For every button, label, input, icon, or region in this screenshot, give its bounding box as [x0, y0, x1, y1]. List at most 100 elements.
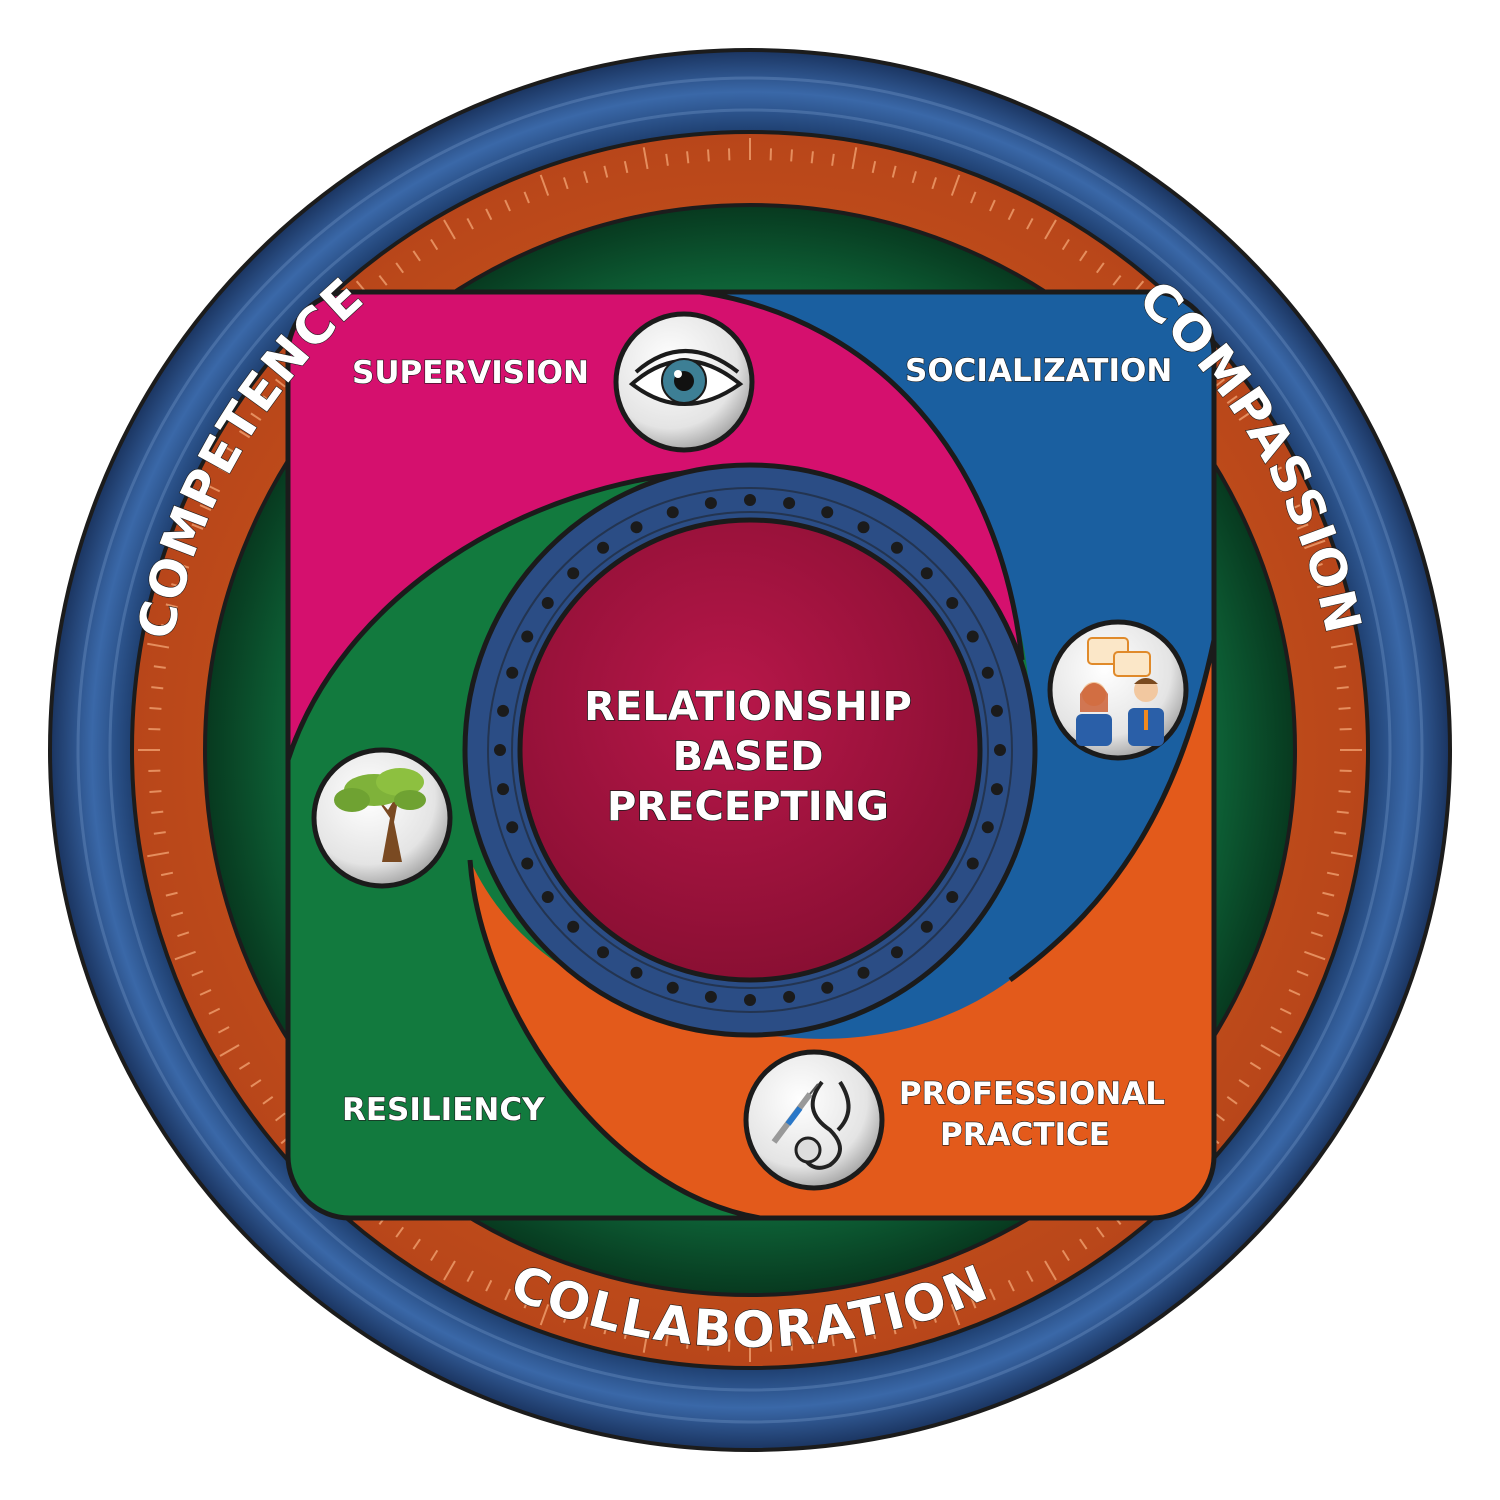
ring-tick [989, 1288, 996, 1301]
ring-tick [466, 1270, 474, 1283]
ring-tick [443, 1260, 456, 1281]
ring-tick [1044, 219, 1057, 240]
ring-tick [970, 191, 977, 204]
ring-stud [857, 966, 870, 979]
quadrant-socialization [640, 292, 1214, 1039]
ring-tick [603, 1322, 609, 1335]
ring-tick [1226, 395, 1238, 405]
ring-tick [563, 177, 569, 190]
ring-tick [165, 891, 178, 897]
ring-tick [931, 1310, 937, 1323]
ring-tick [153, 665, 166, 669]
ring-stud [497, 704, 510, 717]
ring-stud [630, 521, 643, 534]
ring-tick [1226, 1095, 1238, 1105]
ring-tick [238, 430, 251, 439]
ring-stud [994, 744, 1006, 756]
ring-tick [147, 851, 170, 858]
ring-tick [583, 171, 589, 184]
ring-tick [275, 1112, 286, 1122]
ring-tick [1238, 1079, 1250, 1088]
ring-tick [378, 275, 388, 286]
ring-tick [238, 1061, 251, 1070]
ring-stud [946, 890, 959, 903]
ring-stud [567, 567, 580, 580]
tree-icon [311, 747, 453, 889]
ring-stud [920, 567, 933, 580]
ring-tick [1326, 623, 1340, 629]
ring-tick [191, 523, 204, 530]
ring-tick [1330, 642, 1353, 649]
ring-stud [990, 783, 1003, 796]
quadrant-supervision [288, 292, 1022, 760]
ring-stud [946, 597, 959, 610]
ring-tick [430, 238, 439, 251]
ring-tick [395, 1226, 405, 1238]
ring-tick [1061, 1249, 1070, 1262]
ring-tick [217, 1026, 230, 1034]
ring-tick [412, 1238, 421, 1250]
ring-tick [171, 911, 184, 917]
ring-tick [686, 1336, 690, 1349]
center-title-line1: RELATIONSHIP [584, 684, 912, 730]
ring-stud [890, 541, 903, 554]
ring-tick [199, 989, 212, 996]
quadrant-square [288, 292, 1214, 1218]
ring-tick [1316, 583, 1329, 589]
ring-tick [1322, 603, 1335, 609]
ring-stud [567, 920, 580, 933]
quadrant-square-border [285, 289, 1217, 1221]
ring-tick [250, 412, 262, 421]
quadrant-professional-practice [470, 600, 1214, 1218]
ring-tick [1095, 262, 1105, 274]
resiliency-label: RESILIENCY [342, 1092, 545, 1128]
ring-tick [1326, 871, 1340, 877]
ring-stud [497, 783, 510, 796]
ring-stud [704, 497, 717, 510]
ring-tick [1310, 563, 1323, 569]
ring-tick [665, 1334, 669, 1347]
ring-tick [871, 1326, 877, 1340]
ring-tick [563, 1310, 569, 1323]
professional-label-line1: PROFESSIONAL [899, 1076, 1165, 1112]
ring-tick [1310, 931, 1323, 937]
ring-tick [147, 642, 170, 649]
ring-tick [1296, 970, 1309, 977]
ring-tick [208, 1007, 221, 1015]
ring-tick [151, 810, 164, 814]
ring-tick [219, 443, 240, 456]
ring-tick [707, 149, 710, 162]
ring-tick [623, 1326, 629, 1340]
ring-tick [275, 378, 286, 388]
ring-stud [821, 981, 834, 994]
center-circle [517, 517, 983, 983]
ring-tick [539, 1304, 550, 1326]
inner-ring-studs [494, 494, 1006, 1006]
ring-stud [744, 994, 756, 1006]
ring-tick [219, 1044, 240, 1057]
ring-stud [966, 630, 979, 643]
ring-tick [1214, 378, 1225, 388]
ring-tick [810, 1336, 814, 1349]
ring-tick [1304, 539, 1326, 550]
ring-tick [174, 539, 196, 550]
ring-tick [395, 262, 405, 274]
ring-tick [1322, 891, 1335, 897]
ring-tick [831, 1334, 835, 1347]
ring-tick [1296, 523, 1309, 530]
ring-stud [541, 890, 554, 903]
ring-tick [160, 871, 174, 877]
ring-tick [443, 219, 456, 240]
ring-stud [597, 946, 610, 959]
supervision-label: SUPERVISION [352, 355, 589, 391]
ring-tick [151, 686, 164, 690]
ring-tick [851, 147, 858, 170]
ring-stud [541, 597, 554, 610]
ring-tick [911, 1316, 917, 1329]
ring-stud [506, 821, 519, 834]
ring-tick [1249, 1061, 1262, 1070]
ring-tick [790, 1338, 793, 1351]
ring-tick [485, 1279, 493, 1292]
ring-tick [1338, 790, 1351, 793]
ring-tick [1330, 851, 1353, 858]
